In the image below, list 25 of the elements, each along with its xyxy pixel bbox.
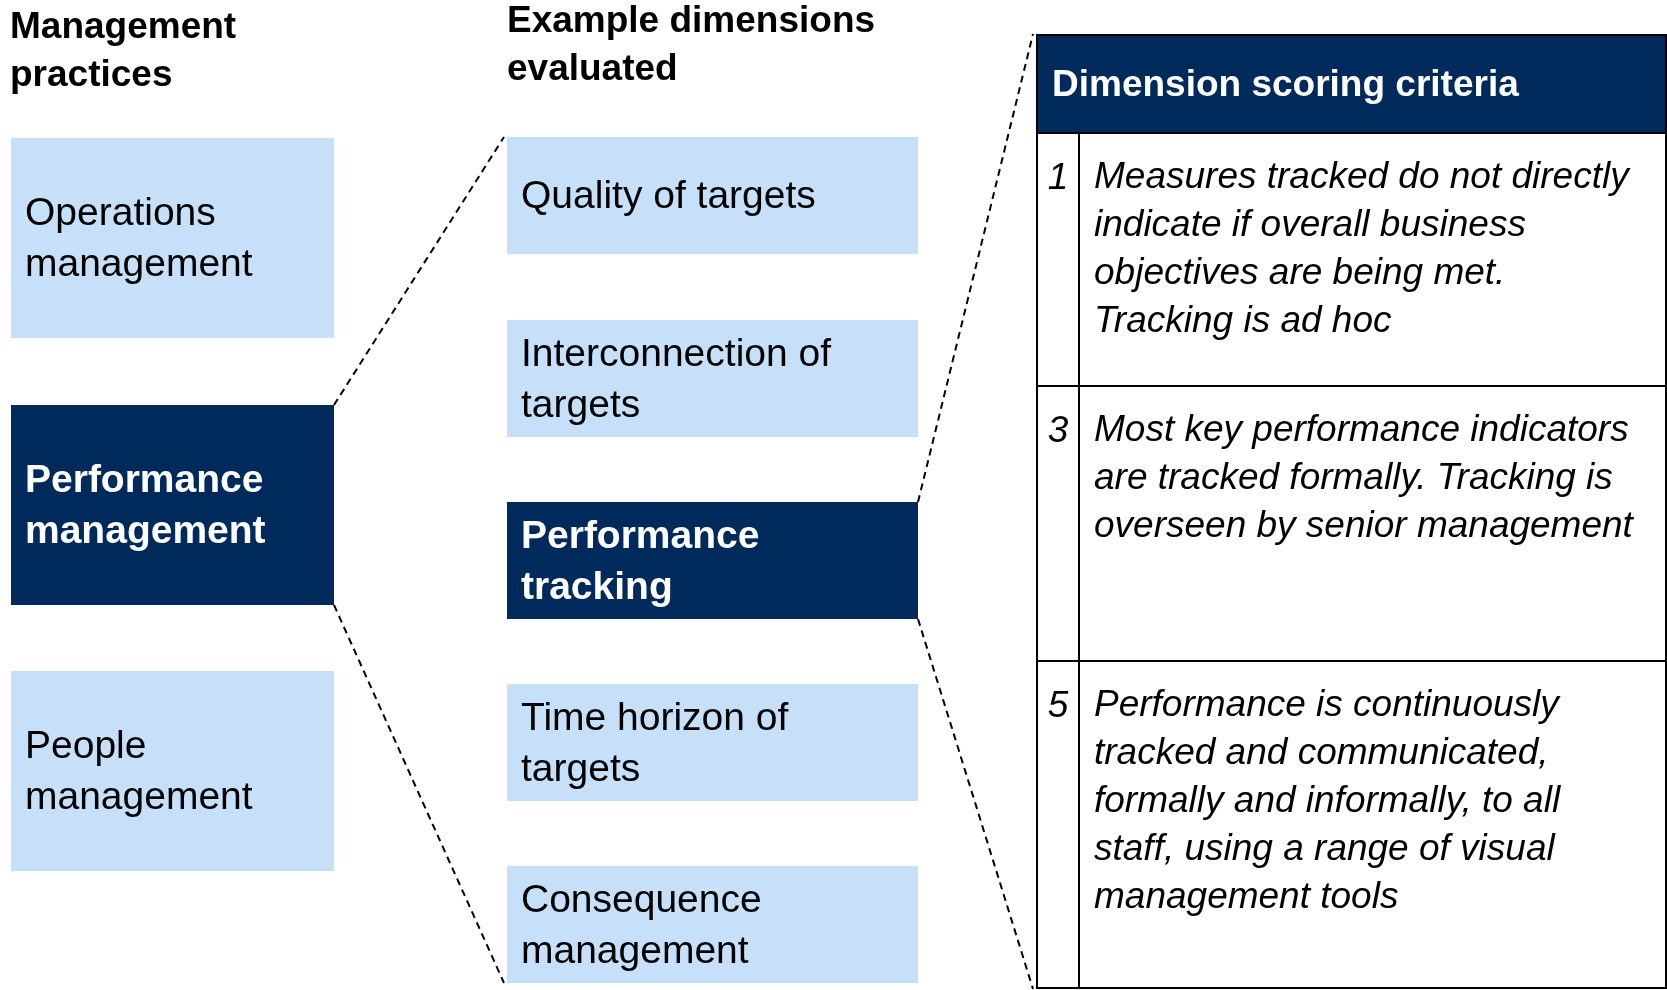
criteria-text: Performance is continuously tracked and communicated, formally and informally, to all staff, using a range of visual management tools — [1094, 682, 1562, 919]
category-box: Performance management — [11, 405, 334, 605]
score-number: 5 — [1038, 662, 1080, 989]
criteria-text: Measures tracked do not directly indicate if overall business objectives are being met. Tracking is ad hoc — [1094, 154, 1632, 343]
zoom-line — [333, 136, 505, 406]
column-heading: Management practices — [10, 4, 238, 97]
category-box: People management — [11, 671, 334, 871]
column-heading: Example dimensions evaluated — [507, 0, 877, 91]
dimension-box: Quality of targets — [507, 137, 918, 254]
dimension-box: Time horizon of targets — [507, 684, 918, 801]
dimension-box: Consequence management — [507, 866, 918, 983]
category-box: Operations management — [11, 138, 334, 338]
criteria-text: Most key performance indicators are tracked formally. Tracking is overseen by senior management — [1094, 407, 1635, 548]
criteria-row — [1038, 132, 1667, 385]
zoom-line — [917, 618, 1034, 990]
zoom-line — [333, 604, 505, 984]
score-number: 1 — [1038, 134, 1080, 385]
dimension-box: Interconnection of targets — [507, 320, 918, 437]
zoom-line — [917, 33, 1034, 503]
criteria-row — [1038, 385, 1667, 660]
criteria-row — [1038, 660, 1667, 989]
criteria-table — [1036, 34, 1667, 989]
table-header: Dimension scoring criteria — [1038, 36, 1665, 132]
score-number: 3 — [1038, 387, 1080, 660]
dimension-box: Performance tracking — [507, 502, 918, 619]
